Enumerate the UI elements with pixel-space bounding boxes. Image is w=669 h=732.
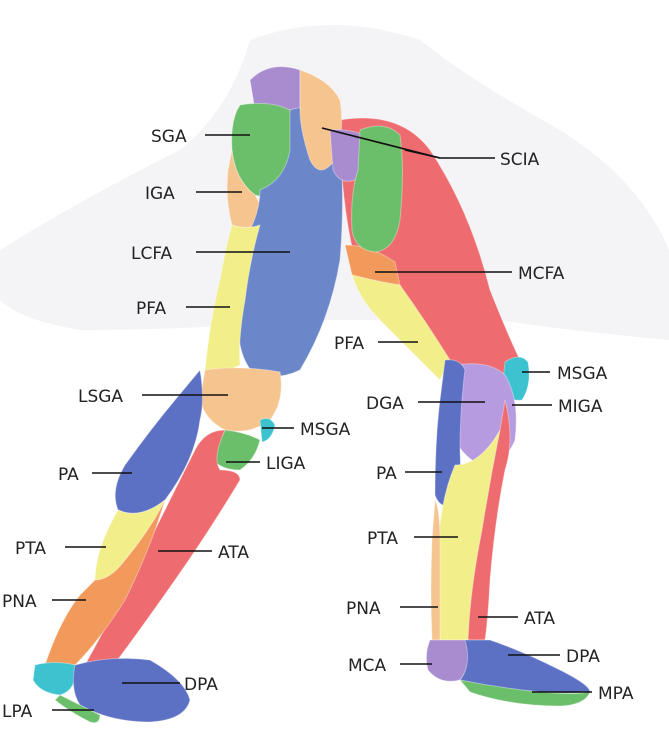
label-msga-left: MSGA bbox=[300, 420, 351, 440]
region-blue-pa-left bbox=[114, 368, 203, 514]
label-pta-right: PTA bbox=[367, 529, 398, 549]
region-green-sole bbox=[54, 694, 101, 724]
label-mca: MCA bbox=[348, 656, 387, 676]
region-teal-msga-left bbox=[259, 417, 276, 443]
label-mpa: MPA bbox=[598, 684, 634, 704]
leader-lines bbox=[52, 127, 592, 711]
right-leg bbox=[339, 117, 591, 707]
region-teal-lpa bbox=[32, 662, 76, 696]
label-ata-right: ATA bbox=[524, 609, 555, 629]
label-dpa-right: DPA bbox=[566, 647, 600, 667]
left-leg bbox=[32, 66, 403, 724]
label-pa-right: PA bbox=[376, 464, 397, 484]
label-msga-right: MSGA bbox=[557, 364, 608, 384]
label-dga: DGA bbox=[366, 394, 404, 414]
label-miga: MIGA bbox=[558, 397, 603, 417]
label-iga: IGA bbox=[145, 184, 175, 204]
region-green-genital bbox=[351, 125, 403, 253]
region-yellow-pfa-left bbox=[204, 224, 261, 373]
label-dpa-left: DPA bbox=[184, 675, 218, 695]
label-scia: SCIA bbox=[500, 150, 540, 170]
label-sga: SGA bbox=[151, 127, 187, 147]
label-pta-left: PTA bbox=[15, 539, 46, 559]
label-liga: LIGA bbox=[266, 454, 306, 474]
label-pfa-right: PFA bbox=[334, 334, 364, 354]
label-mcfa: MCFA bbox=[518, 264, 565, 284]
region-red-ata-left bbox=[84, 429, 241, 671]
region-green-liga bbox=[211, 429, 261, 471]
label-pna-left: PNA bbox=[2, 592, 37, 612]
region-orange-pna-left bbox=[44, 499, 166, 666]
label-ata-left: ATA bbox=[218, 543, 249, 563]
label-lpa: LPA bbox=[2, 702, 33, 722]
label-lsga: LSGA bbox=[78, 387, 123, 407]
label-pfa-left: PFA bbox=[136, 299, 166, 319]
label-pa-left: PA bbox=[58, 465, 79, 485]
region-blue-dpa-foot bbox=[459, 639, 591, 694]
label-pna-right: PNA bbox=[346, 599, 381, 619]
label-lcfa: LCFA bbox=[131, 244, 173, 264]
labels: SGA IGA LCFA PFA LSGA MSGA LIGA PA PTA A… bbox=[2, 127, 634, 722]
region-blue-dpa-left bbox=[72, 657, 191, 723]
region-orange-pna bbox=[430, 498, 441, 641]
leader-scia-2 bbox=[404, 149, 441, 159]
